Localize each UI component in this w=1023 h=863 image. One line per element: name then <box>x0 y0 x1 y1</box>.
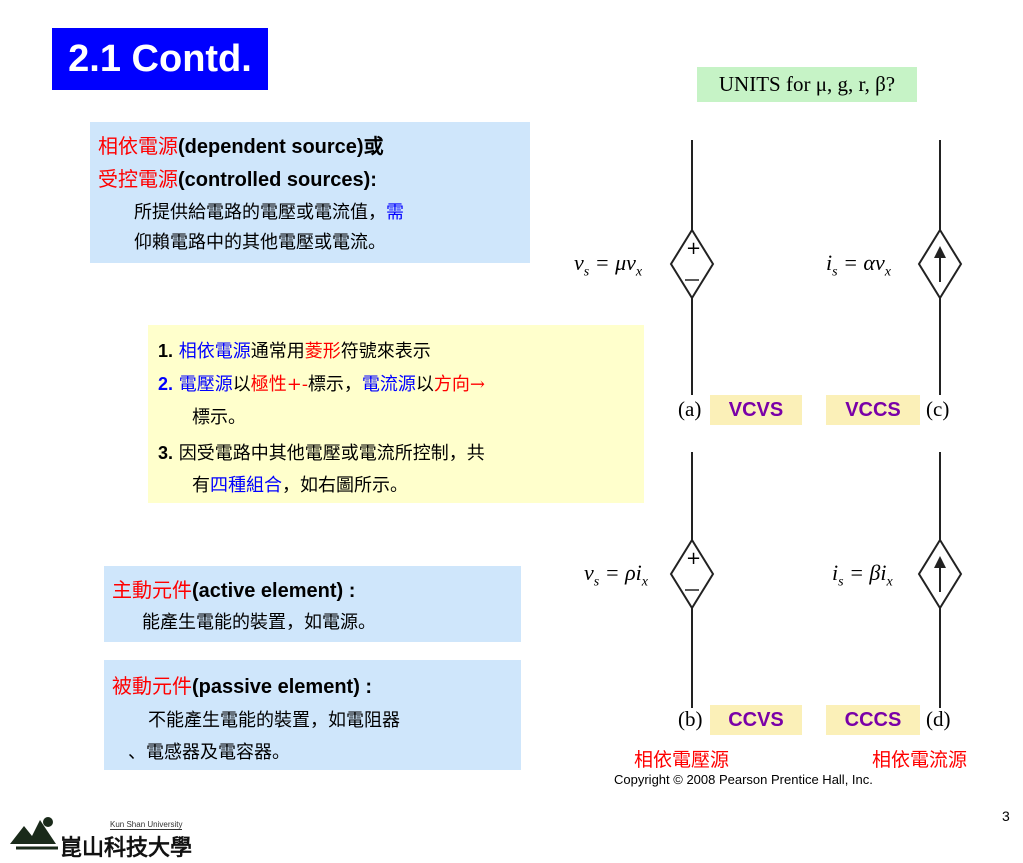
note-1: 1. 相依電源通常用菱形符號來表示 <box>158 337 431 363</box>
dependent-source-diagrams: + + <box>669 140 963 708</box>
note-3-text-c: ，如右圖所示。 <box>282 475 408 496</box>
university-logo: Kun Shan University 崑山科技大學 <box>6 806 216 861</box>
passive-element-term: 被動元件 <box>112 674 192 698</box>
eq-c-lhs-sub: s <box>832 264 838 280</box>
label-d: (d) <box>926 707 951 731</box>
note-2: 2. 電壓源以極性+-標示，電流源以方向→ <box>158 370 485 396</box>
eq-b-lhs: v <box>584 560 594 585</box>
passive-line-1: 被動元件(passive element) : <box>112 670 372 699</box>
active-element-desc: 能產生電能的裝置，如電源。 <box>142 612 376 633</box>
vccs-symbol <box>917 140 963 395</box>
active-line-1: 主動元件(active element) : <box>112 574 355 603</box>
note-2-text-c: 以 <box>415 374 434 395</box>
eq-d-rhs: = βi <box>849 560 887 585</box>
note-1-text-a: 通常用 <box>250 341 305 362</box>
equation-d: is = βix <box>832 560 893 590</box>
copyright-text: Copyright © 2008 Pearson Prentice Hall, … <box>614 772 873 787</box>
cccs-symbol <box>917 452 963 708</box>
dependent-line-4: 仰賴電路中的其他電壓或電流。 <box>134 232 386 253</box>
note-3-cont: 有四種組合，如右圖所示。 <box>192 471 408 497</box>
note-2-text-a: 以 <box>232 374 251 395</box>
vccs-tag: VCCS <box>826 395 920 425</box>
dependent-line-3: 所提供給電路的電壓或電流值，需 <box>134 198 404 224</box>
note-3-text-b: 有 <box>192 475 210 496</box>
passive-element-en: (passive element) : <box>192 676 373 698</box>
eq-c-lhs: i <box>826 250 833 275</box>
eq-b-rhs: = ρi <box>604 560 642 585</box>
eq-a-lhs: v <box>574 250 584 275</box>
logo-english-name: Kun Shan University <box>110 820 183 830</box>
units-note: UNITS for μ, g, r, β? <box>697 67 917 102</box>
note-2-cont: 標示。 <box>192 407 246 428</box>
cccs-tag: CCCS <box>826 705 920 735</box>
dependent-line-2: 受控電源(controlled sources): <box>98 163 377 192</box>
note-2-polarity: 極性+- <box>250 374 308 395</box>
note-3-four-combos: 四種組合 <box>210 475 282 496</box>
note-1-text-b: 符號來表示 <box>340 341 431 362</box>
eq-d-rhs-sub: x <box>886 574 893 590</box>
controlled-source-term: 受控電源 <box>98 167 178 191</box>
logo-chinese-name: 崑山科技大學 <box>60 835 193 861</box>
current-source-label: 相依電流源 <box>872 749 968 771</box>
controlled-source-en: (controlled sources): <box>178 169 377 191</box>
dependent-source-en: (dependent source) <box>178 136 364 158</box>
note-2-direction: 方向→ <box>433 374 486 395</box>
note-2-number: 2. <box>158 374 174 394</box>
page-number: 3 <box>1002 808 1010 824</box>
eq-d-lhs-sub: s <box>838 574 844 590</box>
plus-sign: + <box>686 238 701 259</box>
dependent-desc-need: 需 <box>386 202 404 223</box>
eq-c-rhs-sub: x <box>884 264 891 280</box>
ccvs-tag: CCVS <box>710 705 802 735</box>
eq-c-rhs: = αv <box>843 250 885 275</box>
slide-title: 2.1 Contd. <box>52 28 268 90</box>
plus-sign: + <box>686 548 701 569</box>
active-element-en: (active element) : <box>192 580 356 602</box>
note-2-voltage-source: 電壓源 <box>178 374 233 395</box>
note-2-text-b: 標示， <box>307 374 362 395</box>
active-element-term: 主動元件 <box>112 578 192 602</box>
dependent-line-1: 相依電源(dependent source)或 <box>98 130 384 159</box>
equation-c: is = αvx <box>826 250 891 280</box>
eq-a-rhs-sub: x <box>635 264 643 280</box>
note-3-text-a: 因受電路中其他電壓或電流所控制，共 <box>178 443 485 464</box>
label-c: (c) <box>926 397 950 421</box>
up-arrow-icon <box>934 246 946 258</box>
dependent-source-term: 相依電源 <box>98 134 178 158</box>
passive-element-box: 被動元件(passive element) : 不能產生電能的裝置，如電阻器 、… <box>104 660 521 770</box>
passive-element-desc-2: 、電感器及電容器。 <box>128 742 290 763</box>
dependent-desc-1: 所提供給電路的電壓或電流值， <box>134 202 386 223</box>
note-1-number: 1. <box>158 341 174 361</box>
active-element-box: 主動元件(active element) : 能產生電能的裝置，如電源。 <box>104 566 521 642</box>
note-3-number: 3. <box>158 443 174 463</box>
note-2-current-source: 電流源 <box>361 374 416 395</box>
label-b: (b) <box>678 707 703 731</box>
eq-d-lhs: i <box>832 560 839 585</box>
voltage-source-label: 相依電壓源 <box>634 749 730 771</box>
passive-element-desc-1: 不能產生電能的裝置，如電阻器 <box>148 710 400 731</box>
equation-b: vs = ρix <box>584 560 648 590</box>
vcvs-tag: VCVS <box>710 395 802 425</box>
eq-b-rhs-sub: x <box>641 574 648 590</box>
up-arrow-icon <box>934 556 946 568</box>
eq-a-rhs: = μv <box>594 250 636 275</box>
note-3: 3. 因受電路中其他電壓或電流所控制，共 <box>158 439 485 465</box>
label-a: (a) <box>678 397 702 421</box>
or-text: 或 <box>363 134 384 158</box>
ccvs-symbol <box>669 452 715 708</box>
vcvs-symbol <box>669 140 715 395</box>
note-1-dependent: 相依電源 <box>178 341 251 362</box>
equation-a: vs = μvx <box>574 250 642 280</box>
note-1-diamond: 菱形 <box>304 341 341 362</box>
eq-a-lhs-sub: s <box>583 264 590 280</box>
logo-mark-icon <box>10 817 58 850</box>
notes-box: 1. 相依電源通常用菱形符號來表示 2. 電壓源以極性+-標示，電流源以方向→ … <box>148 325 644 503</box>
eq-b-lhs-sub: s <box>593 574 600 590</box>
dependent-source-box: 相依電源(dependent source)或 受控電源(controlled … <box>90 122 530 263</box>
